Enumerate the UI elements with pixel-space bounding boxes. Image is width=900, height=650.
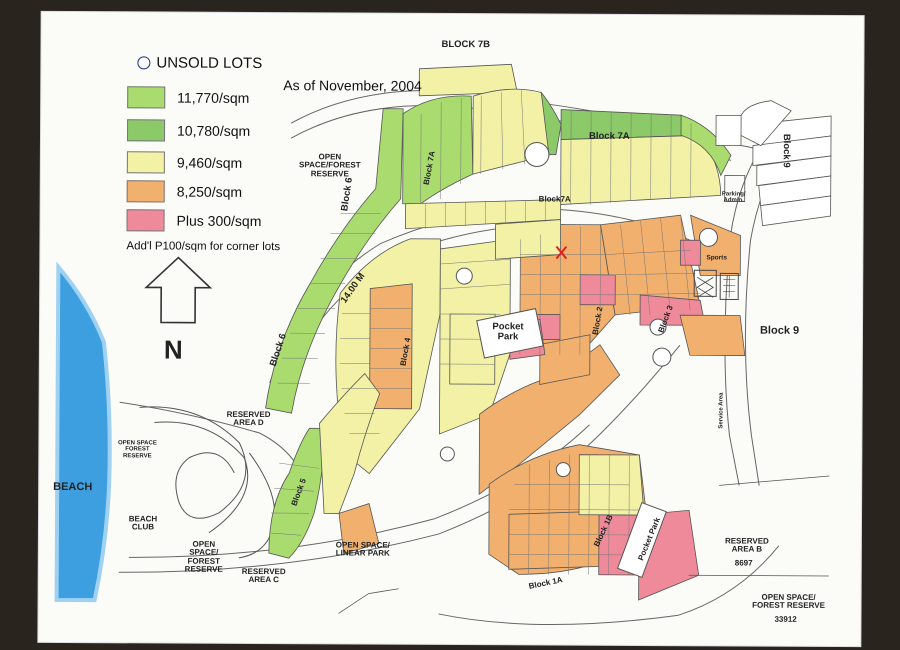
legend-label: 10,780/sqm [176,122,251,139]
pocket-park [476,308,544,359]
as-of-date: As of November, 2004 [283,77,422,94]
label-parking-admin: Parking/ Admin. [721,191,746,204]
label-reserved-area-d: RESERVED AREA D [226,409,271,428]
block-5-lots [268,372,381,559]
label-open-space-small: OPEN SPACE FOREST RESERVE [117,440,157,460]
legend-label: Plus 300/sqm [176,212,262,230]
legend-item: 10,780/sqm [126,119,251,142]
legend-swatch [127,86,166,109]
label-pocket-park: Pocket Park [492,321,524,343]
block-3-lots [494,214,746,356]
subdivision-map-sheet: UNSOLD LOTS 11,770/sqm 10,780/sqm 9,460/… [38,11,864,647]
label-open-space-forest-reserve: OPEN SPACE/FOREST RESERVE [299,152,361,179]
label-open-space-b-size: 33912 [774,614,797,624]
label-open-space-forest-reserve-b: OPEN SPACE/ FOREST RESERVE [752,592,825,611]
pocket-park-2 [616,502,667,578]
lot-grid-lines [270,90,701,575]
label-linear-park: OPEN SPACE/ LINEAR PARK [335,540,390,559]
label-block-7b: BLOCK 7B [441,38,491,51]
cul-de-sac-circles [439,141,718,478]
legend-label: 8,250/sqm [176,183,243,200]
reserved-area-outlines [338,475,830,614]
legend-item: Plus 300/sqm [126,209,262,232]
legend-label: 9,460/sqm [176,154,243,171]
label-block-7a: Block 7A [588,130,630,142]
legend-swatch [126,119,166,142]
unsold-circle-icon [137,56,151,70]
map-drawing [54,63,832,626]
legend-label: 11,770/sqm [177,89,250,106]
sold-marker-x [555,245,568,260]
block-9-lots [715,100,832,227]
legend-item: 11,770/sqm [127,86,249,109]
label-reserved-area-b: RESERVED AREA B [724,536,769,555]
legend-swatch [126,209,165,232]
sports-area [693,269,739,301]
legend-item: 9,460/sqm [126,151,243,174]
beach-club-paths [139,406,276,559]
label-beach: BEACH [53,480,93,494]
label-beach-club: BEACH CLUB [128,514,158,532]
label-reserved-area-c: RESERVED AREA C [241,566,286,585]
block-6-lots [265,108,404,414]
north-arrow-icon [144,256,213,324]
legend-swatch [126,151,165,174]
label-reserved-area-b-size: 8697 [734,558,753,568]
label-block-7a-lower: Block7A [538,194,571,204]
block-1a-lots [488,444,700,601]
label-open-space-forest-reserve-2: OPEN SPACE/ FOREST RESERVE [184,539,223,574]
label-block-9-top: Block 9 [780,133,792,168]
label-service-area: Service Area [718,392,725,429]
label-block-9: Block 9 [759,324,800,337]
legend-item: 8,250/sqm [126,180,243,203]
legend-title: UNSOLD LOTS [137,54,262,72]
legend-swatch [126,180,165,203]
label-north: N [163,334,183,365]
label-sports: Sports [706,254,727,262]
legend-title-text: UNSOLD LOTS [156,54,263,73]
parking-admin-area [724,175,746,202]
sea-water [54,261,112,603]
legend-note: Add'l P100/sqm for corner lots [126,240,281,254]
